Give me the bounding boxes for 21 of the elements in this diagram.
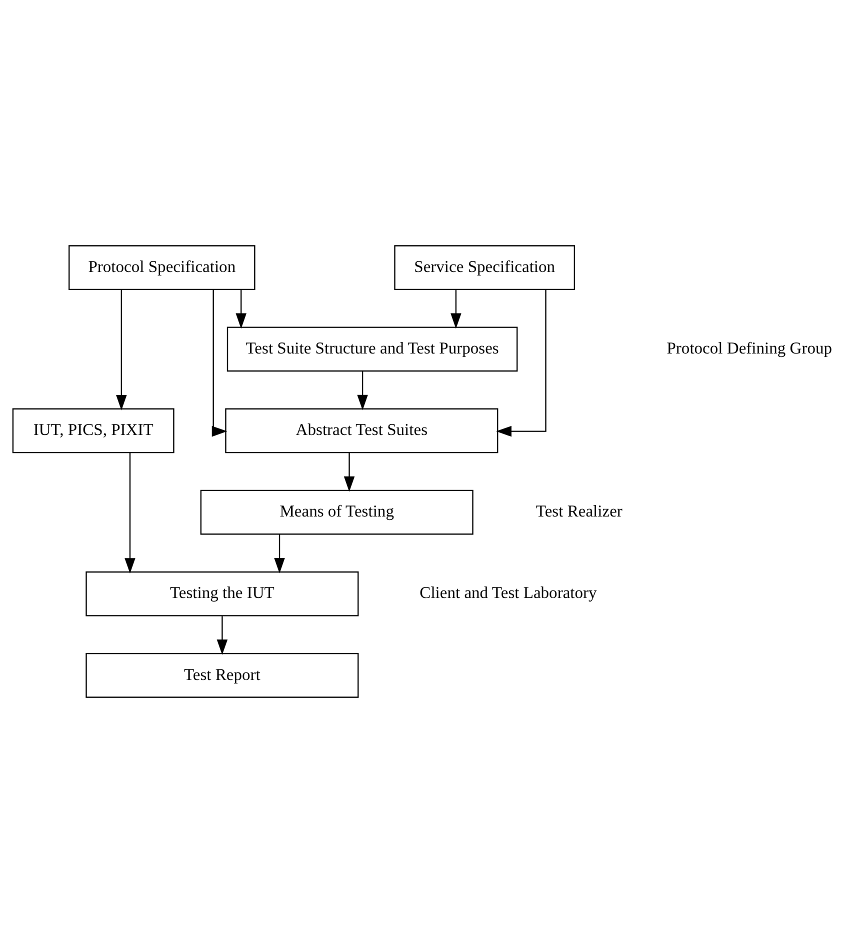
node-box: Testing the IUT [86, 570, 359, 616]
label: Client and Test Laboratory [420, 582, 597, 602]
arrow [236, 289, 246, 328]
arrow [357, 370, 368, 410]
node-box: Service Specification [394, 244, 576, 290]
node-box: Abstract Test Suites [225, 408, 498, 453]
label: Test Realizer [536, 501, 622, 520]
arrow [212, 289, 228, 436]
arrow [116, 289, 127, 410]
node-box: Test Suite Structure and Test Purposes [226, 326, 518, 372]
node-box: IUT, PICS, PIXIT [12, 408, 174, 453]
node-box: Protocol Specification [68, 244, 256, 290]
arrow [344, 452, 355, 492]
node-box: Means of Testing [200, 489, 474, 534]
arrow [124, 452, 136, 573]
arrow [274, 534, 285, 573]
arrow [216, 616, 228, 654]
node-box: Test Report [86, 652, 359, 698]
arrow [496, 289, 546, 436]
label: Protocol Defining Group [666, 338, 832, 358]
arrow [450, 289, 462, 328]
